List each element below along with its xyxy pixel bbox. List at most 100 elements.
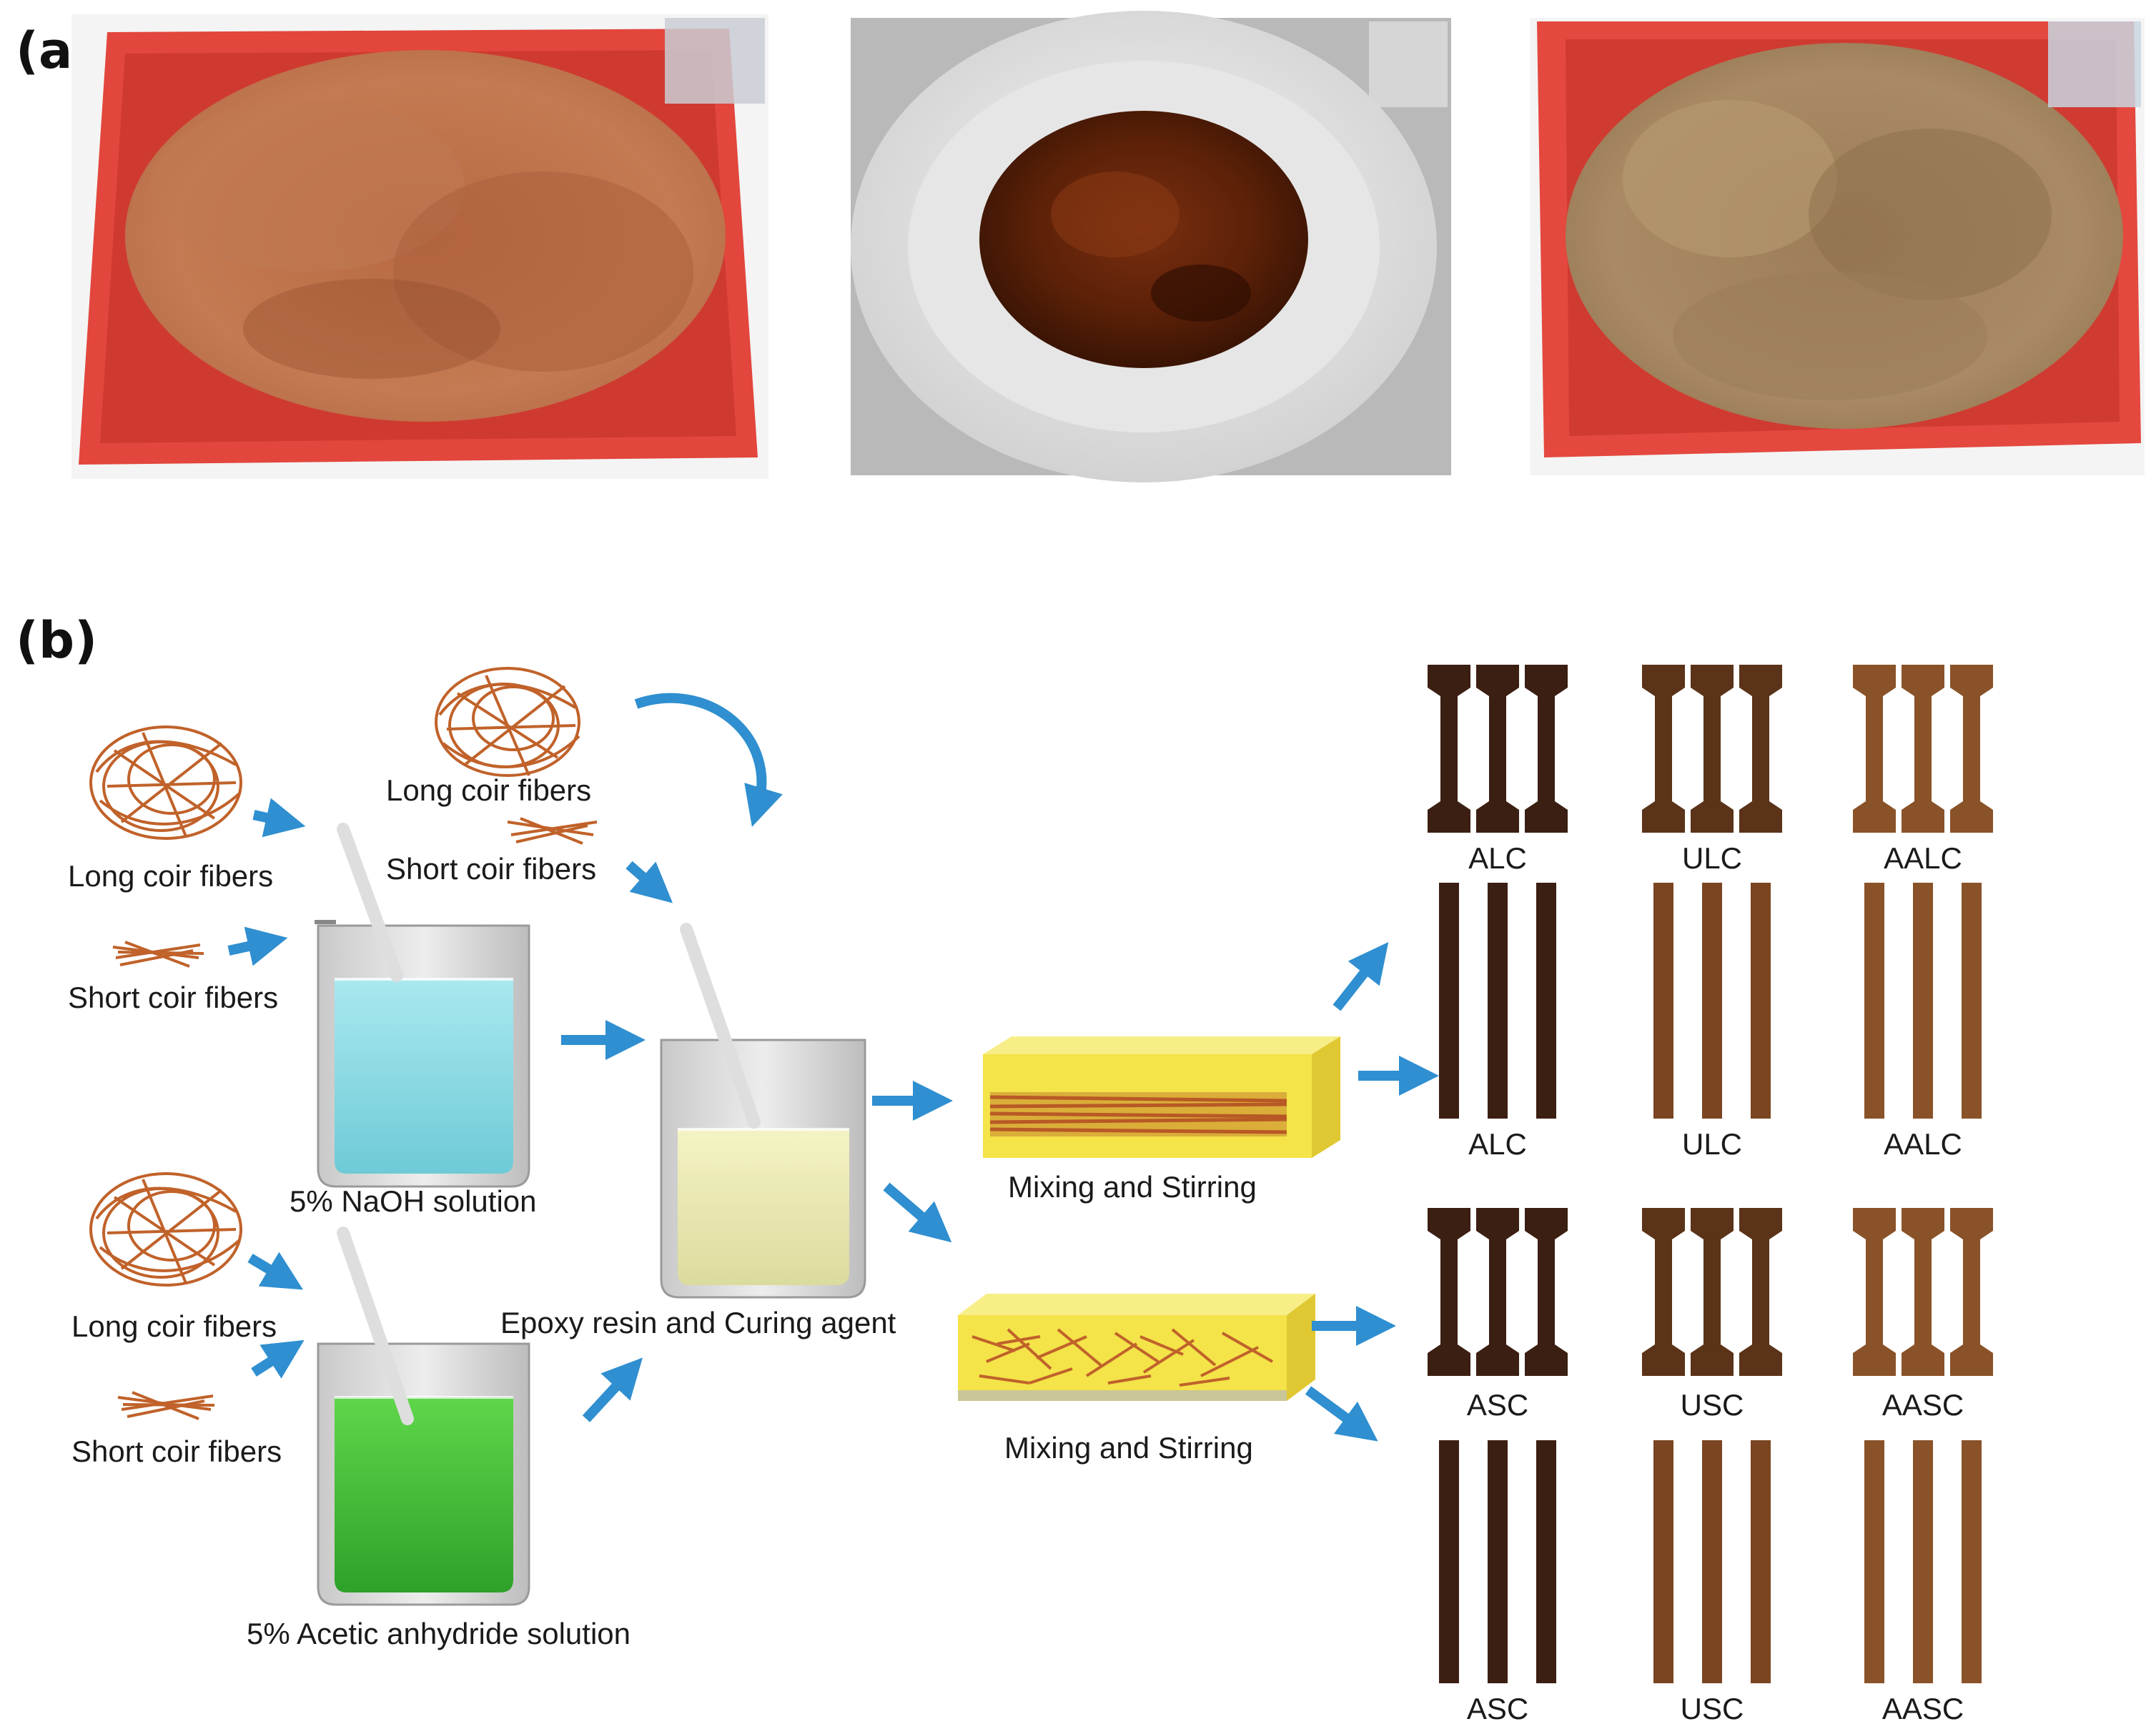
specimen-set-usc-dogbone: USC (1642, 1208, 1782, 1422)
specimen-label: ASC (1467, 1692, 1528, 1725)
specimen-label: ALC (1468, 841, 1527, 875)
short-coir-fibers-label: Short coir fibers (71, 1435, 282, 1468)
panel-b-label: (b) (16, 611, 98, 670)
specimen-set-aasc-dogbone: AASC (1853, 1208, 1993, 1422)
specimen-label: AASC (1882, 1388, 1964, 1422)
arrow (252, 798, 306, 838)
arrow (582, 1357, 643, 1422)
specimen-label: USC (1681, 1692, 1744, 1725)
specimen-bar (1962, 1440, 1982, 1683)
specimen-label: AALC (1884, 841, 1962, 875)
epoxy-resin-label: Epoxy resin and Curing agent (500, 1306, 896, 1339)
specimen-bar (1653, 883, 1673, 1119)
specimen-dogbone (1902, 665, 1944, 833)
naoh-beaker (315, 823, 530, 1188)
specimen-bar (1751, 883, 1771, 1119)
specimen-bar (1702, 883, 1722, 1119)
long-coir-fibers-label: Long coir fibers (71, 1309, 277, 1343)
specimen-bar (1488, 883, 1508, 1119)
arrow (625, 861, 673, 903)
arrow (634, 693, 783, 827)
specimen-bar (1536, 883, 1556, 1119)
long-coir-fibers-label: Long coir fibers (68, 859, 273, 893)
specimen-set-ulc-dogbone: ULC (1642, 665, 1782, 875)
specimen-dogbone (1428, 665, 1470, 833)
mixing-stirring-label: Mixing and Stirring (1004, 1431, 1253, 1465)
specimen-bar (1913, 883, 1933, 1119)
specimen-dogbone (1739, 1208, 1782, 1376)
specimen-dogbone (1642, 1208, 1685, 1376)
specimen-dogbone (1428, 1208, 1470, 1376)
arrow (1305, 1386, 1378, 1442)
modified-coir-photo (1530, 18, 2145, 475)
long-coir-fiber-bundle-icon (89, 1172, 242, 1287)
specimen-bar (1864, 883, 1884, 1119)
specimen-dogbone (1739, 665, 1782, 833)
short-coir-fibers-label: Short coir fibers (68, 981, 278, 1014)
specimen-dogbone (1476, 665, 1519, 833)
specimen-set-alc-bar: ALC (1439, 883, 1556, 1161)
specimen-set-asc-bar: ASC (1439, 1440, 1556, 1725)
mixing-stirring-label: Mixing and Stirring (1008, 1170, 1257, 1204)
specimen-dogbone (1476, 1208, 1519, 1376)
specimen-set-aalc-bar: AALC (1864, 883, 1982, 1161)
acetic-anhydride-beaker (317, 1227, 530, 1606)
specimen-bar (1536, 1440, 1556, 1683)
specimen-set-aalc-dogbone: AALC (1853, 665, 1993, 875)
arrow (227, 926, 288, 966)
specimen-label: ALC (1468, 1127, 1527, 1161)
process-arrows (227, 693, 1439, 1442)
arrow (247, 1252, 304, 1290)
specimen-set-ulc-bar: ULC (1653, 883, 1771, 1161)
short-coir-fiber-clump-icon (507, 817, 598, 845)
specimen-set-asc-dogbone: ASC (1428, 1208, 1568, 1422)
specimen-label: AASC (1882, 1692, 1964, 1725)
specimen-dogbone (1525, 1208, 1568, 1376)
specimen-set-usc-bar: USC (1653, 1440, 1771, 1725)
specimen-set-alc-dogbone: ALC (1428, 665, 1568, 875)
specimen-bar (1488, 1440, 1508, 1683)
long-coir-fibers-label: Long coir fibers (386, 773, 591, 807)
specimen-bar (1962, 883, 1982, 1119)
specimen-sets: ALC ULC AALC ALC ULC AALC ASC USC AASC ASC USC AASC (1428, 665, 1993, 1725)
specimen-label: AALC (1884, 1127, 1962, 1161)
specimen-set-aasc-bar: AASC (1864, 1440, 1982, 1725)
specimen-dogbone (1950, 665, 1993, 833)
specimen-dogbone (1525, 665, 1568, 833)
short-coir-fibers-label: Short coir fibers (386, 852, 596, 886)
specimen-dogbone (1950, 1208, 1993, 1376)
specimen-label: ASC (1467, 1388, 1528, 1422)
treated-coir-bowl-photo (851, 11, 1451, 482)
arrow (251, 1339, 305, 1379)
naoh-solution-label: 5% NaOH solution (290, 1184, 537, 1218)
specimen-bar (1653, 1440, 1673, 1683)
specimen-bar (1864, 1440, 1884, 1683)
raw-coir-photo (71, 14, 768, 479)
specimen-dogbone (1902, 1208, 1944, 1376)
specimen-label: USC (1681, 1388, 1744, 1422)
long-fiber-mold (983, 1036, 1340, 1158)
specimen-bar (1439, 1440, 1459, 1683)
short-fiber-mold (958, 1294, 1315, 1401)
specimen-bar (1751, 1440, 1771, 1683)
epoxy-beaker (660, 923, 866, 1299)
long-coir-fiber-bundle-icon (89, 725, 242, 840)
arrow (1332, 941, 1389, 1011)
long-coir-fiber-bundle-icon (435, 667, 580, 777)
specimen-dogbone (1853, 1208, 1896, 1376)
specimen-dogbone (1691, 1208, 1734, 1376)
specimen-dogbone (1853, 665, 1896, 833)
specimen-bar (1439, 883, 1459, 1119)
acetic-anhydride-solution-label: 5% Acetic anhydride solution (247, 1617, 631, 1650)
specimen-bar (1702, 1440, 1722, 1683)
specimen-label: ULC (1682, 1127, 1742, 1161)
specimen-dogbone (1691, 665, 1734, 833)
short-coir-fiber-clump-icon (117, 1391, 215, 1420)
arrow (883, 1182, 952, 1243)
short-coir-fiber-clump-icon (112, 941, 204, 968)
specimen-dogbone (1642, 665, 1685, 833)
specimen-label: ULC (1682, 841, 1742, 875)
specimen-bar (1913, 1440, 1933, 1683)
